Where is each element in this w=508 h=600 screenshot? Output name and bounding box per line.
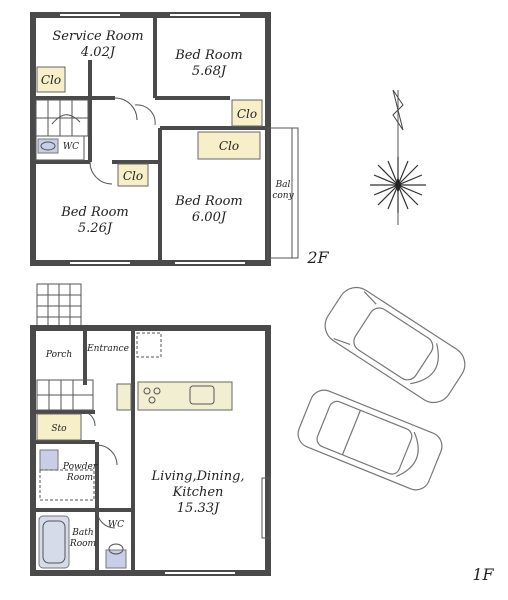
- entrance-hall-marker: [136, 332, 162, 358]
- closet-label: Clo: [123, 169, 143, 183]
- ldk-size: 15.33J: [177, 501, 220, 516]
- bed-room-c-size: 6.00J: [192, 210, 227, 225]
- wc-label-1f: WC: [108, 520, 124, 530]
- stair-icon: [36, 379, 94, 411]
- door-swing: [89, 161, 113, 185]
- powder-room: [39, 449, 95, 501]
- bath-label-1: Bath: [71, 528, 93, 538]
- car-icon: [324, 286, 466, 404]
- first-floor-plan: Porch Entrance Sto Powder: [30, 283, 495, 584]
- closet-label: Clo: [237, 107, 257, 121]
- closet: [117, 163, 149, 187]
- toilet-icon: [105, 543, 127, 569]
- powder-room-label-1: Powder: [62, 462, 98, 472]
- door-swing: [134, 104, 156, 126]
- window: [261, 477, 271, 539]
- porch-label: Porch: [45, 350, 72, 360]
- porch-grid: [36, 283, 82, 329]
- closet-label: Clo: [41, 73, 61, 87]
- service-room-size: 4.02J: [80, 45, 116, 60]
- balcony-label-2: cony: [272, 191, 294, 201]
- first-floor-outer-wall: [30, 325, 271, 576]
- balcony-label-1: Bal: [275, 180, 291, 190]
- door-swing: [114, 97, 138, 121]
- closet-label: Clo: [219, 139, 239, 153]
- stove-icon: [143, 387, 161, 404]
- storage: [36, 413, 82, 441]
- bed-room-b-size: 5.26J: [78, 221, 113, 236]
- storage-label: Sto: [51, 424, 67, 434]
- car-icon: [297, 389, 443, 491]
- second-floor-plan: Clo Clo Clo Clo WC Bal cony Service Room…: [30, 12, 330, 267]
- closet: [36, 66, 66, 93]
- ldk-label-2: Kitchen: [172, 485, 224, 500]
- door-swing: [96, 509, 116, 529]
- kitchen-counter: [137, 381, 233, 411]
- stair-icon: [35, 99, 89, 137]
- floor-1f-label: 1F: [472, 565, 494, 584]
- bath-label-2: Room: [69, 539, 96, 549]
- bed-room-b-name: Bed Room: [60, 205, 128, 220]
- service-room-name: Service Room: [52, 29, 143, 44]
- sink-icon: [189, 385, 215, 405]
- floor-2f-label: 2F: [306, 248, 329, 267]
- kitchen-cabinet: [116, 383, 132, 411]
- door-swing: [84, 411, 96, 427]
- ldk-label-1: Living,Dining,: [150, 469, 244, 484]
- powder-room-label-2: Room: [66, 473, 93, 483]
- closet: [231, 99, 263, 127]
- door-swing: [96, 444, 118, 466]
- closet: [197, 131, 261, 160]
- bed-room-a-name: Bed Room: [174, 48, 242, 63]
- entrance-label: Entrance: [86, 344, 129, 354]
- wc-room: [35, 135, 85, 161]
- compass-icon: [370, 89, 426, 225]
- bed-room-a-size: 5.68J: [192, 64, 227, 79]
- bathtub-icon: [38, 515, 70, 569]
- balcony: [267, 127, 299, 259]
- wc-label: WC: [63, 142, 79, 152]
- toilet-icon: [37, 138, 59, 154]
- bed-room-c-name: Bed Room: [174, 194, 242, 209]
